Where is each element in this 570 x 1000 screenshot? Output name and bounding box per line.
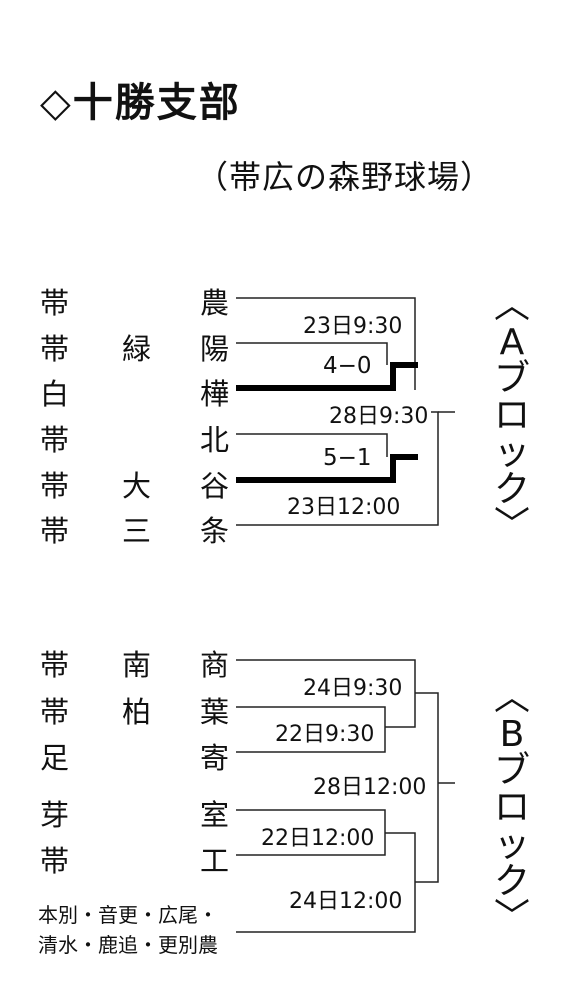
winner-path (236, 362, 415, 391)
game-score: 4−0 (323, 353, 372, 379)
team-char: 緑 (122, 332, 152, 366)
team-char: 条 (200, 514, 230, 548)
team-char: 帯 (40, 469, 70, 503)
team-char: 帯 (40, 844, 70, 878)
team-a-3: 白 樺 (40, 371, 236, 411)
team-char: 商 (200, 648, 230, 682)
team-a-2: 帯 緑 陽 (40, 326, 236, 366)
team-char: 谷 (200, 469, 230, 503)
team-char: 大 (122, 469, 152, 503)
team-char: 農 (200, 286, 230, 320)
game-time: 24日12:00 (286, 883, 406, 915)
team-char: 帯 (40, 695, 70, 729)
team-a-5: 帯 大 谷 (40, 463, 236, 503)
game-time: 28日9:30 (326, 398, 432, 430)
bracket-a-line (236, 433, 388, 457)
team-char: 南 (122, 648, 152, 682)
team-b-2: 帯 柏 葉 (40, 689, 236, 729)
team-char: 帯 (40, 286, 70, 320)
team-char: 葉 (200, 695, 230, 729)
team-b-1: 帯 南 商 (40, 642, 236, 682)
bracket-b-line (236, 706, 386, 753)
bracket-a-line (236, 297, 416, 390)
combined-team-line2: 清水・鹿追・更別農 (38, 933, 218, 957)
team-a-6: 帯 三 条 (40, 508, 236, 548)
team-char: 帯 (40, 514, 70, 548)
venue-label: （帯広の森野球場） (196, 158, 494, 196)
team-b-4: 芽 室 (40, 792, 236, 832)
game-time: 23日12:00 (284, 489, 404, 521)
page-title: ◇十勝支部 (40, 80, 241, 126)
team-char: 帯 (40, 423, 70, 457)
game-score: 5−1 (323, 445, 372, 471)
team-char: 帯 (40, 332, 70, 366)
game-time: 28日12:00 (310, 769, 430, 801)
team-char: 白 (40, 377, 70, 411)
team-char: 工 (200, 844, 230, 878)
team-char: 樺 (200, 377, 230, 411)
team-char: 室 (200, 798, 230, 832)
team-char: 柏 (122, 695, 152, 729)
team-b-5: 帯 工 (40, 838, 236, 878)
bracket-b-line (415, 692, 439, 883)
team-b-3: 足 寄 (40, 735, 236, 775)
team-char: 寄 (200, 741, 230, 775)
team-char: 陽 (200, 332, 230, 366)
team-char: 帯 (40, 648, 70, 682)
team-char: 足 (40, 741, 70, 775)
combined-team-line1: 本別・音更・広尾・ (38, 903, 218, 927)
team-a-1: 帯 農 (40, 280, 236, 320)
game-time: 23日9:30 (300, 308, 406, 340)
team-char: 芽 (40, 798, 70, 832)
team-char: 三 (122, 514, 152, 548)
game-time: 24日9:30 (300, 670, 406, 702)
game-time: 22日9:30 (272, 716, 378, 748)
winner-path (236, 454, 415, 483)
team-char: 北 (200, 423, 230, 457)
bracket-a-line (236, 342, 388, 365)
game-time: 22日12:00 (258, 820, 378, 852)
team-a-4: 帯 北 (40, 417, 236, 457)
